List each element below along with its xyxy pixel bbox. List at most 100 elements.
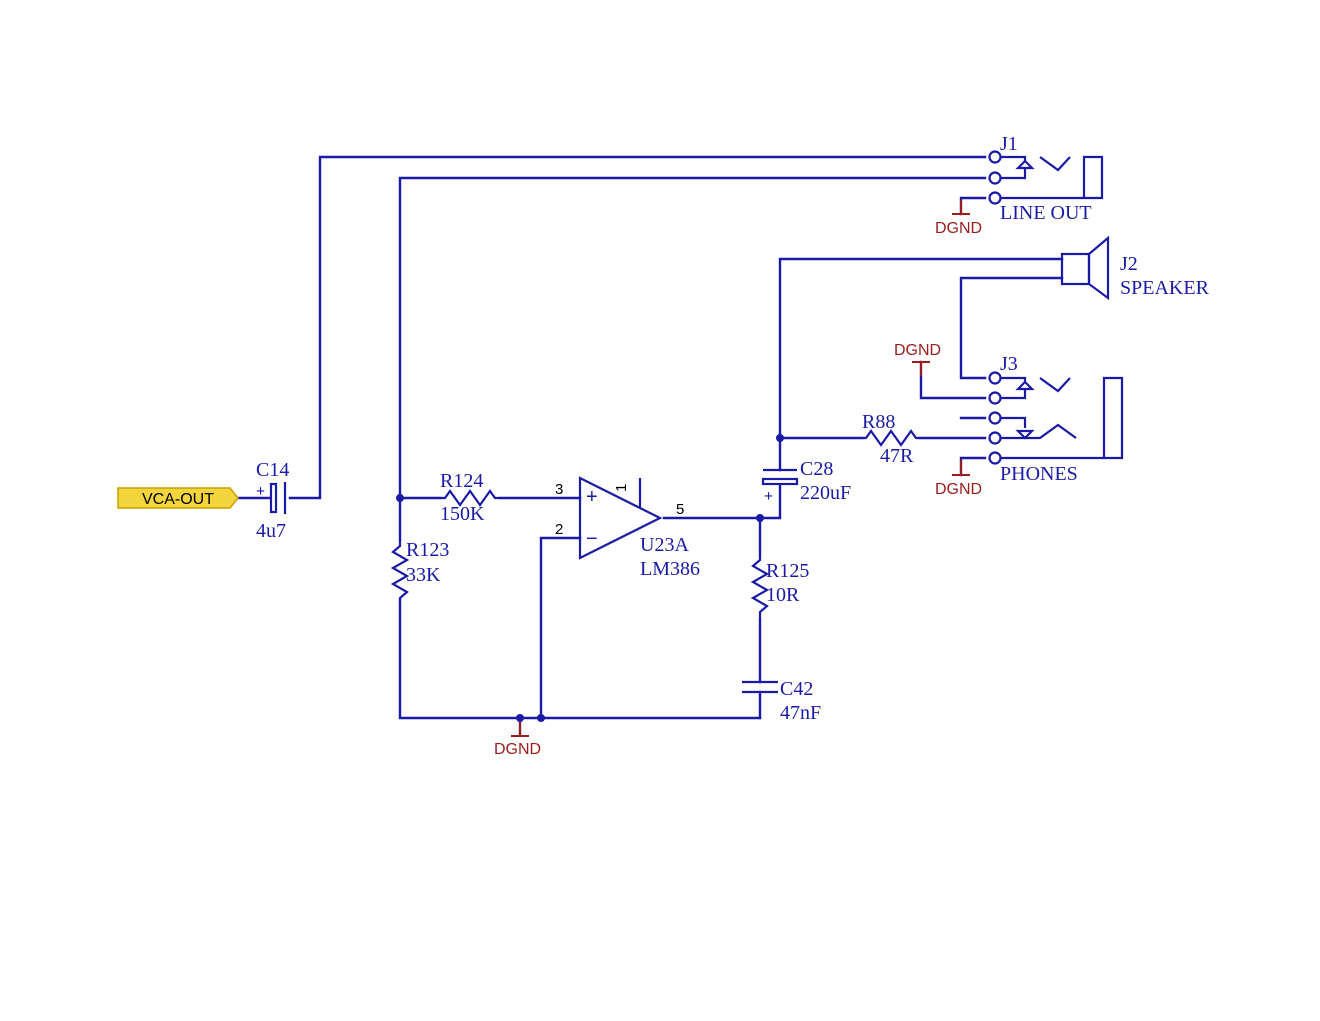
r124-body xyxy=(440,489,500,507)
ground-label: DGND xyxy=(894,342,941,359)
j3-contact-arrow xyxy=(1015,380,1035,391)
jack-j1-line-out[interactable]: J1 LINE OUT xyxy=(988,133,1104,224)
ground-label: DGND xyxy=(935,220,982,237)
resistor-r88[interactable]: R88 47R xyxy=(862,411,920,467)
j3-spring xyxy=(1039,377,1071,393)
r125-ref: R125 xyxy=(766,560,809,582)
opamp-u23a[interactable]: + − 3 2 5 1 U23A LM386 xyxy=(555,476,700,580)
wires xyxy=(236,155,1064,737)
port-label: VCA-OUT xyxy=(142,491,214,508)
j3-pin xyxy=(988,431,1002,445)
wire-j3-gnd xyxy=(959,456,987,477)
wire-node-c28 xyxy=(758,483,782,520)
r125-body xyxy=(750,555,770,620)
j3-spring xyxy=(1001,423,1077,440)
resistor-r125[interactable]: R125 10R xyxy=(750,555,809,620)
wire-j1-node xyxy=(398,176,987,500)
r124-ref: R124 xyxy=(440,470,483,492)
capacitor-c42[interactable]: C42 47nF xyxy=(742,678,821,724)
j2-ref: J2 xyxy=(1120,253,1138,275)
j3-pin xyxy=(988,411,1002,425)
j3-ref: J3 xyxy=(1000,353,1018,375)
j3-contact xyxy=(1001,376,1027,383)
opamp-pin3: 3 xyxy=(555,481,563,498)
j3-sleeve xyxy=(1001,376,1124,460)
opamp-ref: U23A xyxy=(640,534,689,556)
opamp-pin5: 5 xyxy=(676,501,684,518)
ground-j1: DGND xyxy=(935,200,982,237)
wire-j1-gnd xyxy=(959,196,987,216)
opamp-pin1: 1 xyxy=(613,484,630,492)
junction-dot xyxy=(776,434,784,442)
j1-contact-arrow xyxy=(1015,159,1035,170)
wire-minus-gnd xyxy=(539,536,582,720)
junctions xyxy=(396,434,784,722)
c14-value: 4u7 xyxy=(256,520,286,542)
j3-pin xyxy=(988,371,1002,385)
vca-out-port[interactable]: VCA-OUT xyxy=(117,487,239,509)
r88-value: 47R xyxy=(880,445,914,467)
r124-value: 150K xyxy=(440,503,485,525)
j1-pin xyxy=(988,191,1002,205)
junction-dot xyxy=(756,514,764,522)
resistor-r124[interactable]: R124 150K xyxy=(440,470,500,525)
jack-j3-phones[interactable]: J3 PHONES xyxy=(988,353,1124,485)
j1-spring xyxy=(1039,156,1071,172)
c28-value: 220uF xyxy=(800,482,851,504)
port-shape xyxy=(117,487,239,509)
j1-pin xyxy=(988,150,1002,164)
j3-name: PHONES xyxy=(1000,463,1078,485)
j2-name: SPEAKER xyxy=(1120,277,1210,299)
speaker-j2[interactable]: J2 SPEAKER xyxy=(1060,235,1210,301)
c28-plate-positive xyxy=(761,477,799,486)
ground-j3-top: DGND xyxy=(894,342,941,376)
c42-value: 47nF xyxy=(780,702,821,724)
j3-pin xyxy=(988,391,1002,405)
j1-name: LINE OUT xyxy=(1000,202,1092,224)
ground-amp: DGND xyxy=(494,722,541,758)
ground-j3-bottom: DGND xyxy=(935,460,982,498)
wire-r123-gnd xyxy=(398,598,762,720)
capacitor-c28[interactable]: + C28 220uF xyxy=(761,458,851,505)
junction-dot xyxy=(537,714,545,722)
resistor-r123[interactable]: R123 33K xyxy=(390,539,449,600)
c14-plate-positive xyxy=(269,482,278,514)
c28-polarity: + xyxy=(764,488,773,505)
opamp-value: LM386 xyxy=(640,558,700,580)
wire-speaker-j3 xyxy=(959,276,1064,380)
j3-contact xyxy=(1001,416,1027,428)
opamp-triangle xyxy=(578,476,663,560)
r88-ref: R88 xyxy=(862,411,895,433)
opamp-minus-sign: − xyxy=(586,528,598,550)
c14-ref: C14 xyxy=(256,459,289,481)
j3-contact xyxy=(1001,389,1027,400)
j3-pin xyxy=(988,451,1002,465)
j1-ref: J1 xyxy=(1000,133,1018,155)
r123-ref: R123 xyxy=(406,539,449,561)
j1-contact xyxy=(1001,168,1027,180)
ground-label: DGND xyxy=(494,741,541,758)
wire-c28-speaker xyxy=(778,257,1064,472)
opamp-pin2: 2 xyxy=(555,521,563,538)
ground-label: DGND xyxy=(935,481,982,498)
wire-c14-j1 xyxy=(288,155,987,500)
junction-dot xyxy=(516,714,524,722)
j3-contact-arrow xyxy=(1015,429,1035,440)
j1-pin xyxy=(988,171,1002,185)
r125-value: 10R xyxy=(766,584,800,606)
r123-body xyxy=(390,540,410,600)
r123-value: 33K xyxy=(406,564,441,586)
j1-contact xyxy=(1001,155,1027,162)
capacitor-c14[interactable]: C14 4u7 + xyxy=(256,459,289,542)
speaker-body xyxy=(1060,252,1091,286)
junction-dot xyxy=(396,494,404,502)
c14-polarity: + xyxy=(256,483,265,500)
wire-j3-dgnd xyxy=(919,360,987,400)
c42-ref: C42 xyxy=(780,678,813,700)
opamp-plus-sign: + xyxy=(586,486,598,508)
c28-ref: C28 xyxy=(800,458,833,480)
r88-body xyxy=(862,429,920,447)
speaker-cone xyxy=(1087,235,1110,301)
